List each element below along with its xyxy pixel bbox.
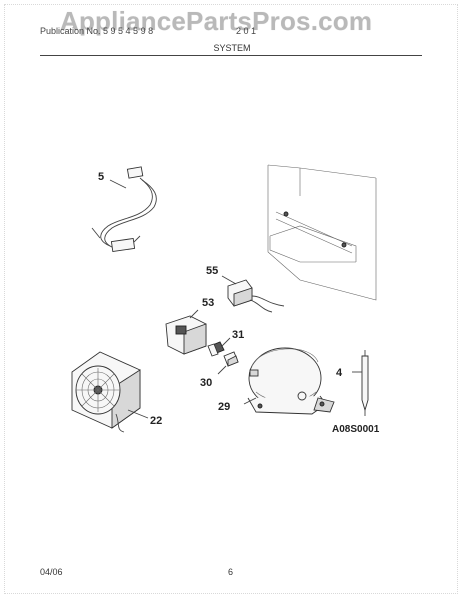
callout-29: 29 — [218, 401, 230, 413]
capacitor-part — [217, 351, 239, 375]
callout-4: 4 — [336, 367, 343, 379]
model-label: 2 0 1 — [236, 26, 257, 36]
callout-31: 31 — [232, 329, 244, 341]
start-relay-part — [207, 337, 231, 357]
wire-harness-part — [91, 166, 157, 252]
callout-55: 55 — [206, 265, 218, 277]
condenser-fan-part — [71, 351, 149, 433]
page-border — [4, 4, 458, 594]
callout-5: 5 — [98, 171, 104, 183]
page-number: 6 — [228, 567, 234, 577]
header-rule — [40, 55, 422, 56]
callout-22: 22 — [150, 415, 162, 427]
drier-part — [352, 350, 369, 416]
cabinet-outline — [267, 164, 377, 301]
figure-code: A08S0001 — [332, 424, 380, 435]
callout-53: 53 — [202, 297, 214, 309]
overload-protector-part — [165, 309, 207, 355]
footer-date: 04/06 — [40, 567, 63, 577]
callout-30: 30 — [200, 377, 212, 389]
watermark: AppliancePartsPros.com — [60, 6, 373, 36]
compressor-part — [243, 347, 335, 415]
relay-part — [221, 275, 285, 313]
publication-label: Publication No. 5 9 5 4 5 9 8 — [40, 26, 154, 36]
section-title: SYSTEM — [213, 43, 251, 53]
